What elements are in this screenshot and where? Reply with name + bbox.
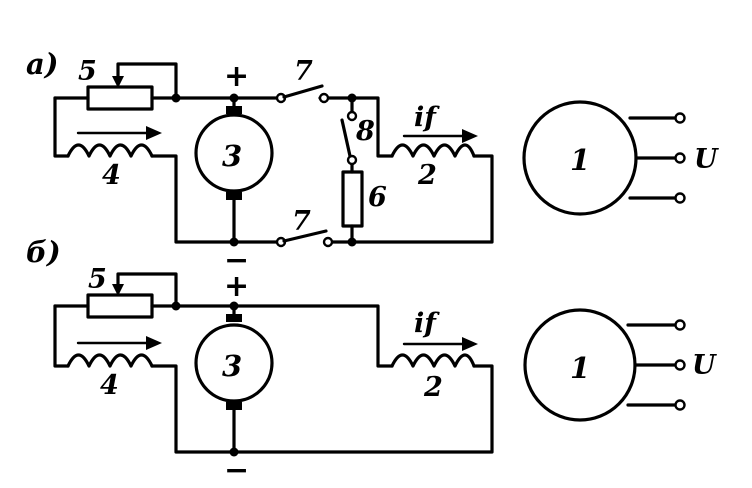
tag-b: б) bbox=[26, 235, 61, 269]
switch-a-bottom-pivot bbox=[322, 236, 334, 248]
terminal-a-1 bbox=[674, 112, 686, 124]
label-a-1: 1 bbox=[570, 143, 590, 177]
tag-a: а) bbox=[26, 47, 59, 81]
rheostat-b bbox=[86, 293, 154, 319]
junction-b-2 bbox=[229, 301, 239, 311]
junction-a-2 bbox=[229, 93, 239, 103]
brush-a-top bbox=[226, 106, 242, 114]
label-b-2: 2 bbox=[423, 372, 443, 403]
coil-b-2 bbox=[390, 353, 476, 368]
switch-a-top-pivot bbox=[318, 92, 330, 104]
terminal-b-3 bbox=[674, 399, 686, 411]
arrowhead-a-4 bbox=[146, 126, 162, 140]
machine-b-leads bbox=[626, 323, 678, 407]
wire-a-coil4-down bbox=[150, 154, 280, 244]
switch-a-8-contact-bottom bbox=[346, 154, 358, 166]
label-b-5: 5 bbox=[88, 264, 107, 295]
switch-a-top-blade bbox=[282, 84, 324, 99]
label-b-1: 1 bbox=[570, 351, 590, 385]
switch-a-8-blade bbox=[340, 118, 352, 158]
label-a-7-bottom: 7 bbox=[292, 206, 311, 237]
terminal-b-1 bbox=[674, 319, 686, 331]
brush-b-top bbox=[226, 314, 242, 322]
coil-b-4 bbox=[66, 353, 154, 368]
label-b-U: U bbox=[692, 350, 717, 381]
diagram-a: а) 5 + 7 8 6 3 4 7 if 2 1 − U bbox=[26, 47, 719, 278]
wire-b-coil4-down bbox=[150, 364, 494, 454]
rheostat-a bbox=[86, 85, 154, 111]
label-b-minus: − bbox=[224, 453, 249, 488]
label-a-if: if bbox=[414, 102, 440, 133]
label-a-8: 8 bbox=[355, 116, 375, 147]
coil-a-2 bbox=[390, 143, 476, 158]
label-b-4: 4 bbox=[100, 370, 119, 401]
armature-a bbox=[194, 113, 274, 193]
rheostat-b-slider bbox=[116, 272, 178, 308]
arrowhead-b-4 bbox=[146, 336, 162, 350]
terminal-a-3 bbox=[674, 192, 686, 204]
coil-a-4 bbox=[66, 143, 154, 158]
label-b-plus: + bbox=[224, 269, 249, 304]
wire-a-bottom-right bbox=[328, 154, 494, 244]
wire-a-left-loop bbox=[53, 96, 70, 158]
wire-b-top bbox=[53, 304, 394, 368]
diagram-b: б) 5 + 3 4 if 2 1 − U bbox=[26, 235, 717, 488]
brush-b-bottom bbox=[226, 402, 242, 410]
armature-b bbox=[194, 323, 274, 403]
junction-b-3 bbox=[229, 447, 239, 457]
label-a-5: 5 bbox=[78, 56, 97, 87]
switch-a-bottom-blade bbox=[282, 229, 328, 243]
rheostat-a-arrow bbox=[112, 76, 124, 88]
label-a-3: 3 bbox=[222, 139, 242, 173]
rheostat-b-arrow bbox=[112, 284, 124, 296]
label-a-minus: − bbox=[224, 243, 249, 278]
junction-a-4 bbox=[229, 237, 239, 247]
junction-a-1 bbox=[171, 93, 181, 103]
label-a-4: 4 bbox=[102, 160, 121, 191]
label-a-7-top: 7 bbox=[294, 56, 313, 87]
label-a-2: 2 bbox=[417, 160, 437, 191]
label-a-U: U bbox=[694, 144, 719, 175]
machine-a-leads bbox=[628, 116, 678, 200]
label-a-6: 6 bbox=[368, 182, 387, 213]
junction-b-1 bbox=[171, 301, 181, 311]
arrowhead-a-if bbox=[462, 129, 478, 143]
label-a-plus: + bbox=[224, 59, 249, 94]
arrowhead-b-if bbox=[462, 337, 478, 351]
terminal-a-2 bbox=[674, 152, 686, 164]
junction-a-5 bbox=[347, 237, 357, 247]
resistor-a-6 bbox=[341, 170, 364, 228]
brush-a-bottom bbox=[226, 192, 242, 200]
terminal-b-2 bbox=[674, 359, 686, 371]
switch-a-8-contact-top bbox=[346, 110, 358, 122]
label-b-3: 3 bbox=[222, 349, 242, 383]
label-b-if: if bbox=[414, 308, 440, 339]
junction-a-3 bbox=[347, 93, 357, 103]
rheostat-a-slider bbox=[116, 62, 178, 100]
wire-b-left-loop bbox=[53, 304, 70, 368]
